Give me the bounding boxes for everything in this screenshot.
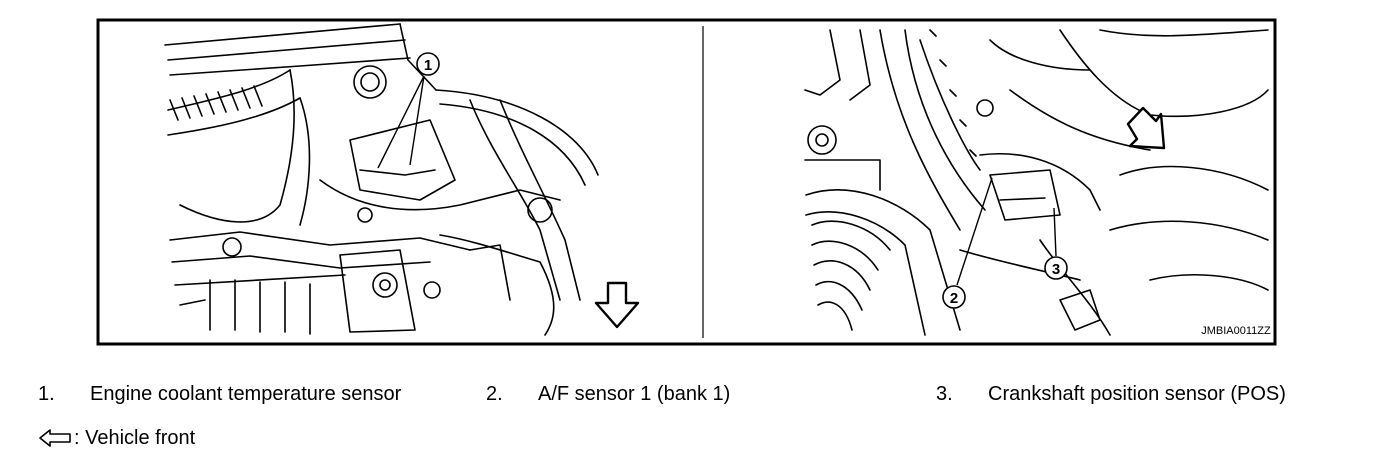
legend-2-text: A/F sensor 1 (bank 1) xyxy=(538,383,731,405)
callout-1: 1 xyxy=(377,52,440,169)
callout-2-label: 2 xyxy=(950,290,958,307)
vehicle-front-label: : Vehicle front xyxy=(74,426,196,449)
callout-3: 3 xyxy=(1044,207,1068,280)
legend-1-text: Engine coolant temperature sensor xyxy=(90,383,402,405)
legend-2-number: 2. xyxy=(486,383,503,405)
vehicle-front-note: : Vehicle front xyxy=(38,425,195,451)
legend-3-number: 3. xyxy=(936,383,953,405)
engine-sensor-diagram: 1 xyxy=(96,18,1277,346)
callout-3-label: 3 xyxy=(1052,261,1060,278)
arrow-left-outline-icon xyxy=(38,428,74,448)
figure-frame xyxy=(96,18,1277,346)
callout-1-label: 1 xyxy=(424,57,432,74)
left-panel-engine-view xyxy=(164,23,599,336)
right-panel-crank-view xyxy=(804,29,1269,336)
front-arrow-down-icon xyxy=(594,281,640,329)
figure-code: JMBIA0011ZZ xyxy=(1201,325,1271,337)
legend-1-number: 1. xyxy=(38,383,55,405)
callout-2: 2 xyxy=(942,177,993,309)
direction-arrow-icon xyxy=(1126,106,1166,150)
legend-3-text: Crankshaft position sensor (POS) xyxy=(988,383,1286,405)
